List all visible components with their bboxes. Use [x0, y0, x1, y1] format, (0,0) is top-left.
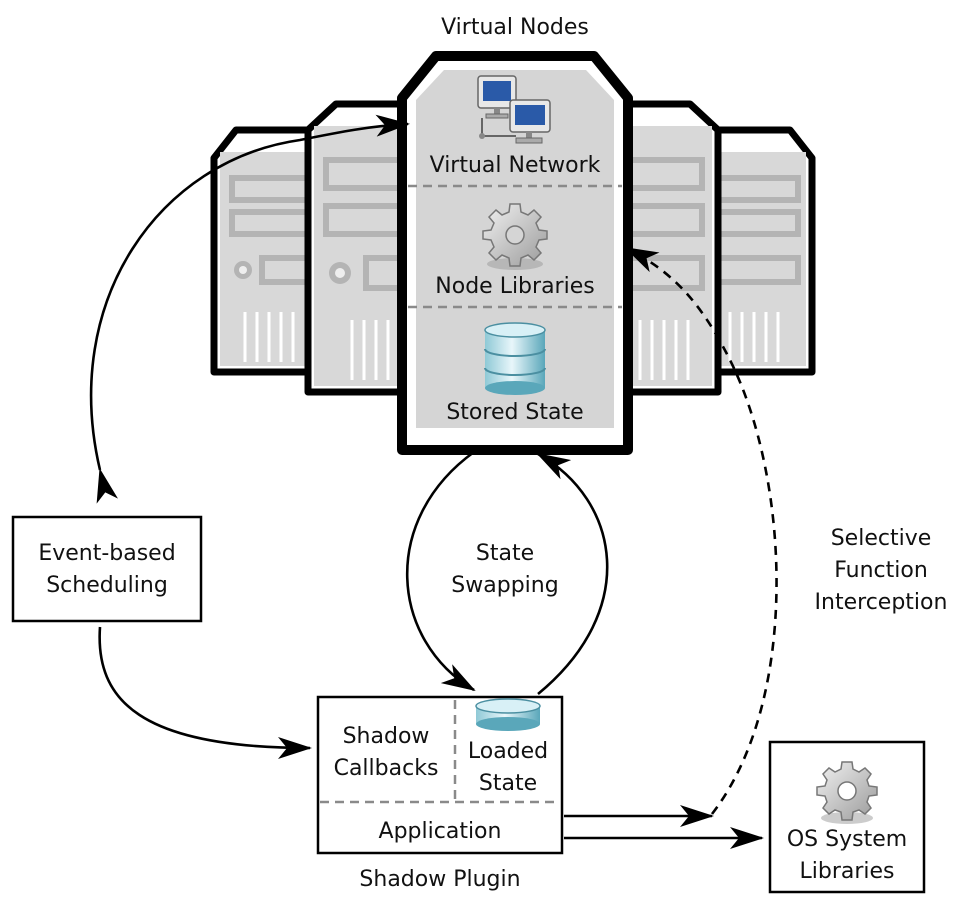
network-computers-icon: [477, 75, 551, 144]
section-label-libraries: Node Libraries: [435, 274, 594, 299]
server-mid-left: [304, 100, 414, 396]
os-box-line2: Libraries: [799, 859, 894, 884]
os-libraries-box: OS System Libraries: [768, 740, 926, 894]
section-label-network: Virtual Network: [430, 153, 601, 178]
callbacks-label-line1: Shadow: [343, 724, 430, 749]
plugin-caption: Shadow Plugin: [359, 867, 520, 892]
arrow-scheduling-to-plugin: [98, 626, 312, 759]
gear-icon: [482, 203, 548, 270]
intercept-label-line1: Selective: [831, 526, 932, 551]
event-box-line1: Event-based: [38, 541, 175, 566]
swap-label-line1: State: [476, 541, 534, 566]
intercept-label-line3: Interception: [815, 590, 948, 615]
os-box-line1: OS System: [787, 827, 907, 852]
arrow-swap-down: [405, 450, 476, 692]
server-far-right: [696, 126, 816, 376]
arrow-swap-up: [536, 452, 609, 696]
callbacks-label-line2: Callbacks: [334, 756, 439, 781]
application-label: Application: [379, 819, 502, 844]
database-disk-icon: [475, 698, 541, 731]
intercept-label-line2: Function: [834, 558, 928, 583]
section-label-stored-state: Stored State: [446, 400, 583, 425]
gear-icon: [816, 761, 878, 824]
loaded-state-line1: Loaded: [468, 739, 548, 764]
event-box-line2: Scheduling: [46, 573, 168, 598]
database-icon: [484, 322, 546, 395]
diagram-title: Virtual Nodes: [441, 15, 589, 40]
main-server: Virtual Network Node Libraries Stored St…: [397, 51, 633, 455]
server-mid-right: [616, 100, 722, 396]
event-scheduling-box: Event-based Scheduling: [11, 515, 203, 623]
loaded-state-line2: State: [479, 771, 537, 796]
server-far-left: [210, 126, 324, 376]
swap-label-line2: Swapping: [451, 573, 558, 598]
arrow-scheduling-to-nodes: [89, 114, 410, 504]
arrow-selective-interception: [624, 246, 778, 815]
shadow-plugin-box: Shadow Callbacks Loaded State Applicatio…: [316, 695, 564, 855]
